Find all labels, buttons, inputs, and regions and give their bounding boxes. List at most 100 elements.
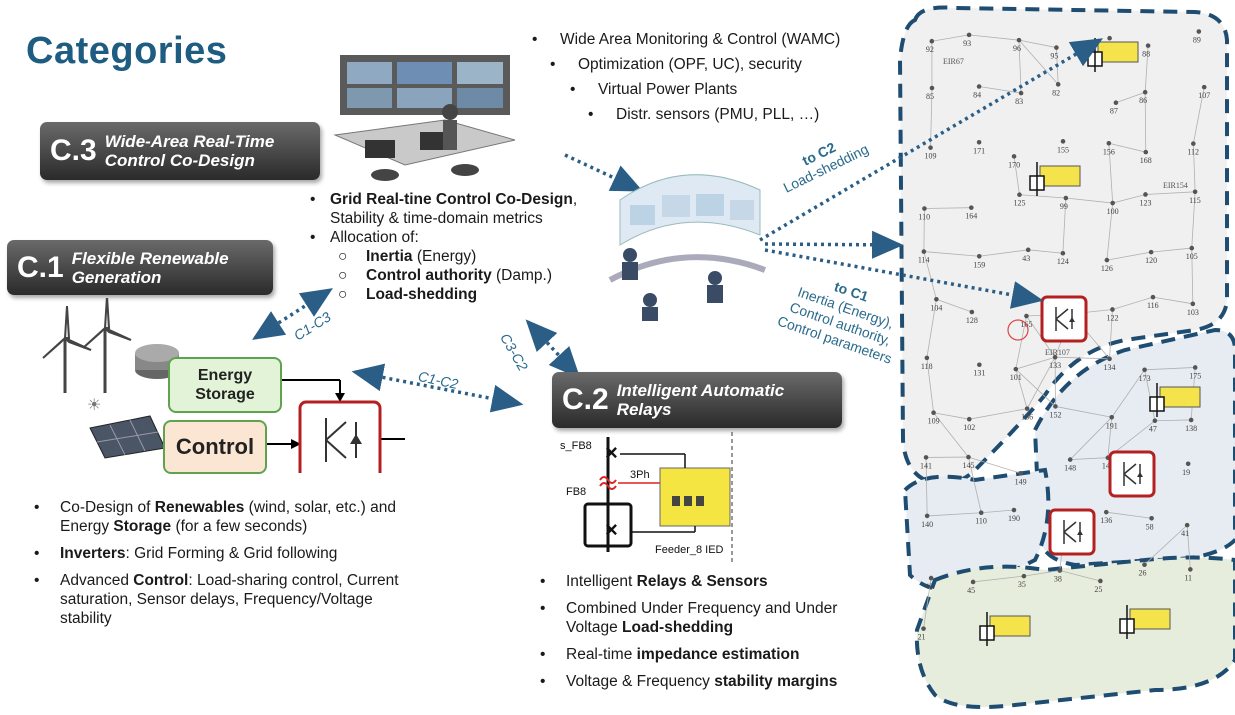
c2-badge: C.2 Intelligent Automatic Relays	[552, 372, 842, 428]
grid-node: 159	[973, 253, 985, 269]
grid-node: 21	[918, 626, 926, 642]
svg-text:186: 186	[1021, 413, 1033, 422]
svg-text:85: 85	[926, 92, 934, 101]
grid-node: 175	[1189, 365, 1201, 380]
svg-text:145: 145	[962, 461, 974, 470]
grid-node: 84	[973, 84, 982, 99]
svg-text:84: 84	[973, 90, 981, 99]
grid-node: 125	[1013, 192, 1025, 208]
grid-node: 38	[1054, 568, 1063, 584]
c2-item: •Combined Under Frequency and Under Volt…	[540, 600, 838, 636]
grid-node: 19	[1182, 461, 1191, 477]
svg-text:164: 164	[965, 212, 977, 221]
svg-text:102: 102	[963, 423, 975, 432]
c2-item: •Intelligent Relays & Sensors	[540, 573, 768, 590]
wind-turbine-icon	[42, 298, 132, 393]
svg-text:136: 136	[1100, 516, 1112, 525]
svg-text:140: 140	[921, 520, 933, 529]
map-inverter-1	[1040, 295, 1088, 343]
svg-text:109: 109	[925, 152, 937, 161]
grid-node: 86	[1139, 89, 1148, 105]
svg-text:95: 95	[1050, 52, 1058, 61]
grid-node: 83	[1015, 90, 1024, 106]
c2-subtitle: Intelligent Automatic Relays	[616, 381, 785, 419]
grid-node: 95	[1050, 45, 1059, 61]
svg-text:109: 109	[928, 417, 940, 426]
svg-text:99: 99	[1060, 202, 1068, 211]
c1-code: C.1	[17, 250, 64, 284]
grid-node: 89	[1193, 29, 1202, 45]
svg-text:110: 110	[975, 517, 987, 526]
map-tag-2: EIR154	[1163, 181, 1188, 190]
grid-node: 124	[1057, 250, 1069, 266]
grid-node: 152	[1049, 404, 1061, 419]
grid-region-lower	[914, 555, 1235, 710]
grid-node: 110	[918, 206, 930, 222]
svg-text:×: ×	[605, 440, 618, 465]
svg-text:190: 190	[1008, 514, 1020, 523]
svg-text:152: 152	[1049, 410, 1061, 419]
svg-text:133: 133	[1049, 361, 1061, 370]
map-inverter-2	[1108, 450, 1156, 498]
grid-node: 138	[1185, 417, 1197, 433]
c1-badge: C.1 Flexible Renewable Generation	[7, 240, 273, 295]
svg-text:170: 170	[1008, 160, 1020, 169]
svg-text:92: 92	[926, 45, 934, 54]
wamc-item: •Wide Area Monitoring & Control (WAMC)	[532, 31, 841, 48]
svg-text:96: 96	[1013, 44, 1021, 53]
svg-text:155: 155	[1057, 145, 1069, 154]
svg-text:47: 47	[1149, 425, 1157, 434]
c2-code: C.2	[562, 383, 609, 416]
grid-node: 107	[1198, 84, 1210, 100]
grid-node: 140	[921, 513, 933, 529]
grid-node: 133	[1049, 354, 1061, 370]
grid-node: 100	[1107, 200, 1119, 216]
grid-node: 85	[926, 85, 935, 101]
grid-network-map: 9293969597888985848382878610710917117015…	[897, 5, 1235, 710]
c3-list: •Grid Real-tine Control Co-Design, Stabi…	[308, 190, 598, 304]
grid-node: 99	[1060, 195, 1069, 211]
c3-item: •Grid Real-tine Control Co-Design, Stabi…	[310, 191, 578, 227]
svg-text:149: 149	[1015, 477, 1027, 486]
c3-subitem: ○Load-shedding	[338, 286, 478, 303]
svg-text:19: 19	[1182, 468, 1190, 477]
svg-text:156: 156	[1103, 147, 1115, 156]
grid-node: 120	[1145, 249, 1157, 265]
grid-node: 105	[1186, 245, 1198, 261]
svg-text:191: 191	[1106, 421, 1118, 430]
svg-text:148: 148	[1064, 464, 1076, 473]
map-inverter-3	[1048, 508, 1096, 556]
grid-node: 116	[1147, 294, 1159, 310]
svg-text:159: 159	[973, 260, 985, 269]
grid-node: 40	[925, 575, 934, 591]
svg-text:38: 38	[1054, 575, 1062, 584]
c3-item: •Allocation of:	[310, 229, 419, 246]
map-tag-3: EIR107	[1045, 348, 1070, 357]
grid-node: 149	[1015, 470, 1027, 486]
grid-node: 168	[1140, 149, 1152, 165]
grid-node: 110	[975, 510, 987, 526]
wamc-list: •Wide Area Monitoring & Control (WAMC) •…	[530, 30, 910, 124]
svg-text:35: 35	[1018, 580, 1026, 589]
svg-text:168: 168	[1140, 156, 1152, 165]
grid-node: 190	[1008, 507, 1020, 523]
c3-badge: C.3 Wide-Area Real-Time Control Co-Desig…	[40, 122, 320, 180]
grid-node: 88	[1142, 43, 1151, 59]
grid-node: 122	[1106, 307, 1118, 322]
grid-node: 41	[1181, 522, 1190, 538]
grid-node: 191	[1106, 414, 1118, 430]
svg-text:173: 173	[1139, 374, 1151, 383]
sun-icon: ☀	[87, 397, 101, 414]
grid-node: 171	[973, 139, 985, 155]
c2-list: •Intelligent Relays & Sensors •Combined …	[538, 572, 883, 691]
grid-node: 47	[1149, 418, 1158, 434]
svg-text:115: 115	[1189, 196, 1201, 205]
svg-text:128: 128	[966, 316, 978, 325]
svg-text:93: 93	[963, 39, 971, 48]
svg-text:116: 116	[1147, 301, 1159, 310]
page-title: Categories	[26, 30, 228, 72]
grid-node: 96	[1013, 37, 1022, 53]
relay-ied-label: Feeder_8 IED	[655, 544, 724, 556]
c1-item: •Inverters: Grid Forming & Grid followin…	[34, 545, 338, 562]
operator-center-illustration	[608, 174, 767, 321]
